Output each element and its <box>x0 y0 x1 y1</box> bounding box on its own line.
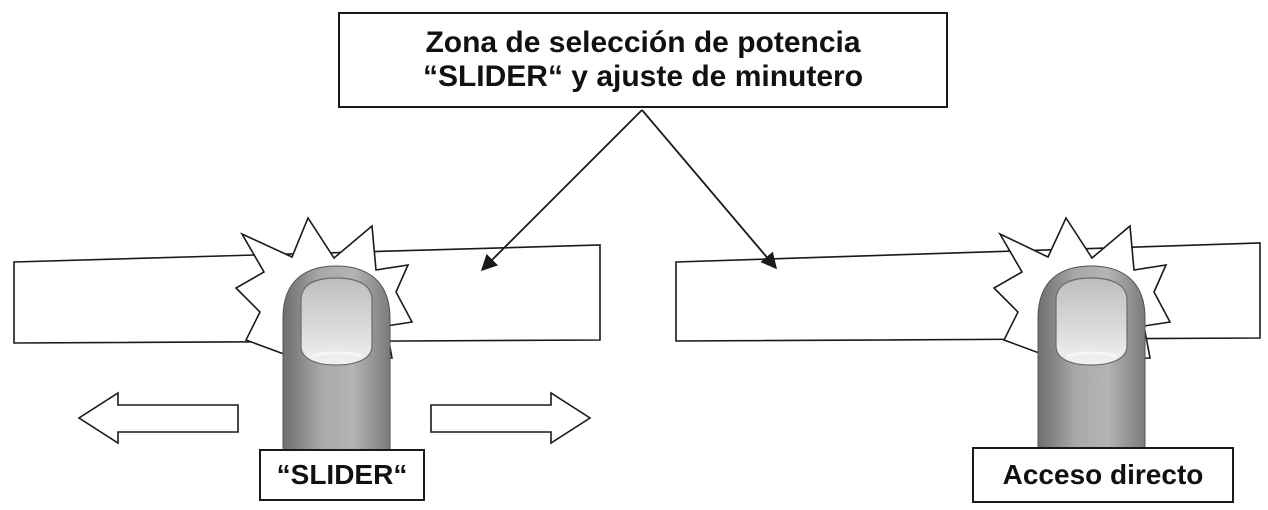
slider-label-text: “SLIDER“ <box>276 459 408 490</box>
slider-label: “SLIDER“ <box>259 449 425 501</box>
title-line-1: Zona de selección de potencia <box>425 26 861 59</box>
arrow-left-icon <box>77 391 239 445</box>
power-selection-zone-title: Zona de selección de potencia “SLIDER“ y… <box>338 12 948 108</box>
arrow-right-icon <box>430 391 592 445</box>
finger-press-icon <box>1037 265 1146 461</box>
direct-access-label-text: Acceso directo <box>1002 459 1204 490</box>
pointer-line-right <box>641 109 778 270</box>
title-line-2: “SLIDER“ y ajuste de minutero <box>422 60 864 93</box>
control-strip-right <box>675 242 1261 342</box>
pointer-line-left <box>480 109 643 272</box>
finger-press-icon <box>282 265 391 471</box>
direct-access-label: Acceso directo <box>972 447 1234 503</box>
